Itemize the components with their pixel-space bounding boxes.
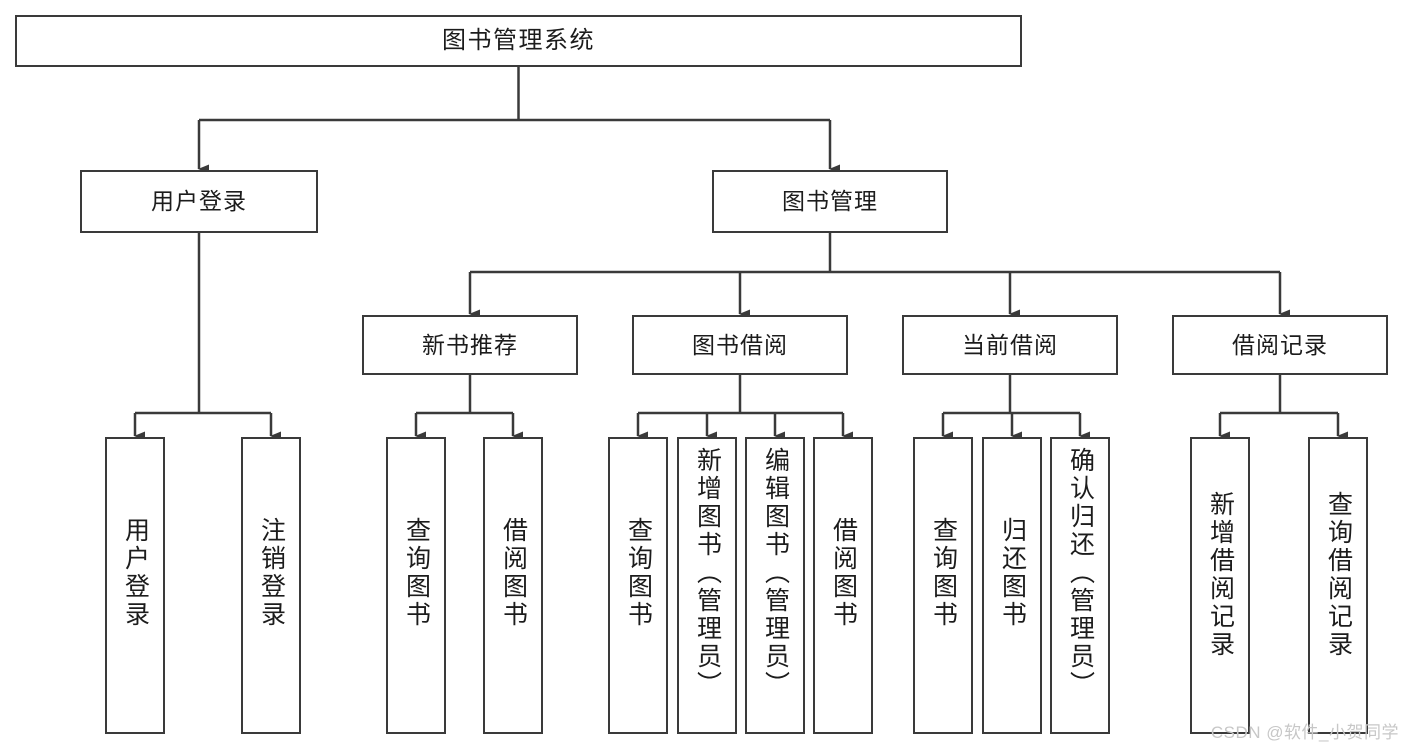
node-leaf-borrow-book-1-label: 借阅图书 [499, 517, 528, 629]
node-leaf-add-record-label: 新增借阅记录 [1206, 491, 1235, 659]
node-current-borrow-label: 当前借阅 [962, 331, 1058, 358]
node-borrow-record[interactable]: 借阅记录 [1172, 315, 1388, 375]
node-current-borrow[interactable]: 当前借阅 [902, 315, 1118, 375]
node-leaf-query-book-1-label: 查询图书 [402, 517, 431, 629]
node-leaf-query-book-2[interactable]: 查询图书 [608, 437, 668, 734]
node-leaf-return-book[interactable]: 归还图书 [982, 437, 1042, 734]
node-book-manage-label: 图书管理 [782, 188, 878, 215]
node-book-borrow[interactable]: 图书借阅 [632, 315, 848, 375]
node-leaf-query-book-3[interactable]: 查询图书 [913, 437, 973, 734]
node-root[interactable]: 图书管理系统 [15, 15, 1022, 67]
node-leaf-edit-book-label: 编辑图书（管理员） [761, 447, 790, 699]
node-leaf-user-logout[interactable]: 注销登录 [241, 437, 301, 734]
node-borrow-record-label: 借阅记录 [1232, 331, 1328, 358]
node-new-book-recommend-label: 新书推荐 [422, 331, 518, 358]
node-book-borrow-label: 图书借阅 [692, 331, 788, 358]
node-leaf-add-book[interactable]: 新增图书（管理员） [677, 437, 737, 734]
node-leaf-confirm-return[interactable]: 确认归还（管理员） [1050, 437, 1110, 734]
node-leaf-borrow-book-1[interactable]: 借阅图书 [483, 437, 543, 734]
node-book-manage[interactable]: 图书管理 [712, 170, 948, 233]
node-user-login-label: 用户登录 [151, 188, 247, 215]
node-leaf-add-book-label: 新增图书（管理员） [693, 447, 722, 699]
node-leaf-user-logout-label: 注销登录 [257, 517, 286, 629]
node-leaf-edit-book[interactable]: 编辑图书（管理员） [745, 437, 805, 734]
node-leaf-query-record-label: 查询借阅记录 [1324, 491, 1353, 659]
node-leaf-query-book-1[interactable]: 查询图书 [386, 437, 446, 734]
node-leaf-query-record[interactable]: 查询借阅记录 [1308, 437, 1368, 734]
node-leaf-query-book-3-label: 查询图书 [929, 517, 958, 629]
node-leaf-add-record[interactable]: 新增借阅记录 [1190, 437, 1250, 734]
node-root-label: 图书管理系统 [442, 27, 595, 55]
watermark-text: CSDN @软件_小贺同学 [1210, 723, 1399, 742]
node-leaf-borrow-book-2[interactable]: 借阅图书 [813, 437, 873, 734]
node-leaf-return-book-label: 归还图书 [998, 517, 1027, 629]
node-leaf-query-book-2-label: 查询图书 [624, 517, 653, 629]
node-leaf-user-login-label: 用户登录 [121, 517, 150, 629]
node-leaf-borrow-book-2-label: 借阅图书 [829, 517, 858, 629]
node-user-login[interactable]: 用户登录 [80, 170, 318, 233]
node-leaf-user-login[interactable]: 用户登录 [105, 437, 165, 734]
node-new-book-recommend[interactable]: 新书推荐 [362, 315, 578, 375]
node-leaf-confirm-return-label: 确认归还（管理员） [1066, 447, 1095, 699]
